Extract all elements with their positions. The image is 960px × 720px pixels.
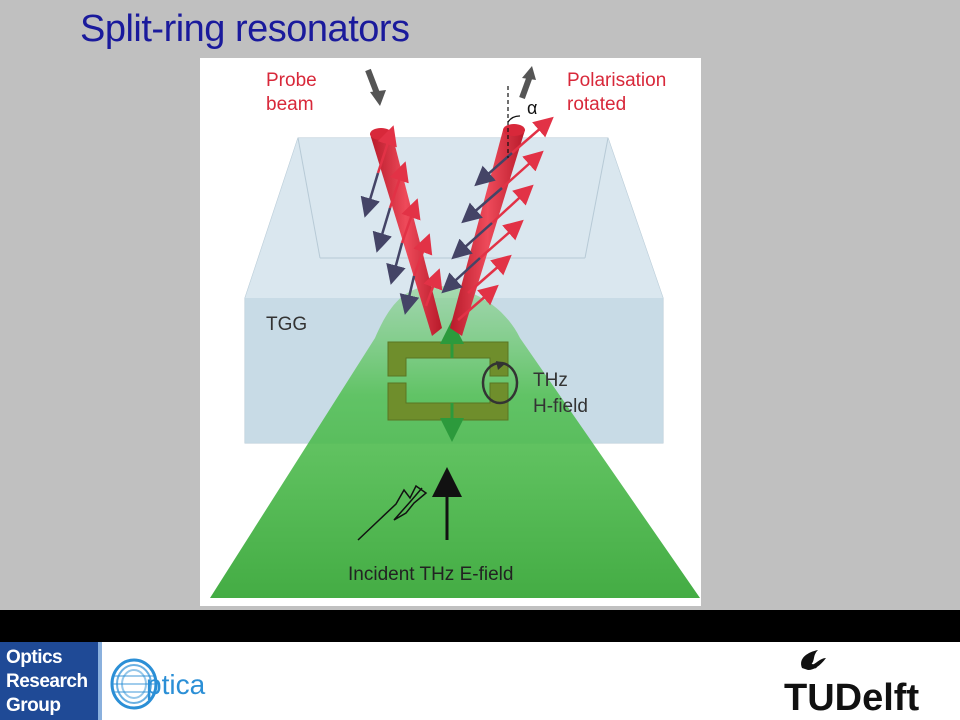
outgoing-beam-arrow-icon xyxy=(519,66,536,100)
incoming-probe-arrow-icon xyxy=(365,68,386,106)
footer-divider-band xyxy=(0,610,960,642)
incident-field-label: Incident THz E-field xyxy=(348,564,513,585)
polarisation-label-line1: Polarisation xyxy=(567,70,666,91)
probe-beam-label-line1: Probe xyxy=(266,70,317,91)
figure-panel: Probe beam Polarisation rotated α TGG TH… xyxy=(200,58,701,606)
h-field-loop-icon xyxy=(481,361,519,405)
org-name-line2: Research xyxy=(6,671,88,692)
probe-beam-label-line2: beam xyxy=(266,94,314,115)
rotated-polarisation-arrows xyxy=(441,116,554,321)
split-ring-resonator-diagram: Probe beam Polarisation rotated α TGG TH… xyxy=(210,66,700,598)
logo-divider xyxy=(98,642,102,720)
optica-logo: ptica xyxy=(110,658,206,710)
polarisation-label-line2: rotated xyxy=(567,94,626,115)
rotation-angle-indicator xyxy=(507,86,521,158)
split-ring-resonator xyxy=(387,341,509,421)
alpha-label: α xyxy=(527,98,537,118)
slide-footer: Optics Research Group ptica TUDelft xyxy=(0,642,960,720)
org-name-line3: Group xyxy=(6,695,61,716)
thz-hfield-label-line1: THz xyxy=(533,370,568,391)
thz-hfield-label-line2: H-field xyxy=(533,396,588,417)
thz-pulse-waveform-icon xyxy=(357,484,428,541)
optics-research-group-logo: Optics Research Group xyxy=(0,642,98,720)
probe-polarisation-arrows xyxy=(360,125,443,315)
optica-logo-text: ptica xyxy=(146,669,206,700)
org-name-line1: Optics xyxy=(6,647,63,668)
tu-delft-logo: TUDelft xyxy=(784,650,919,718)
tu-delft-logo-text: TUDelft xyxy=(784,677,919,718)
tgg-label: TGG xyxy=(266,314,307,335)
tu-delft-flame-icon xyxy=(801,650,826,670)
slide-title: Split-ring resonators xyxy=(80,8,410,50)
rotated-beam xyxy=(450,124,525,336)
